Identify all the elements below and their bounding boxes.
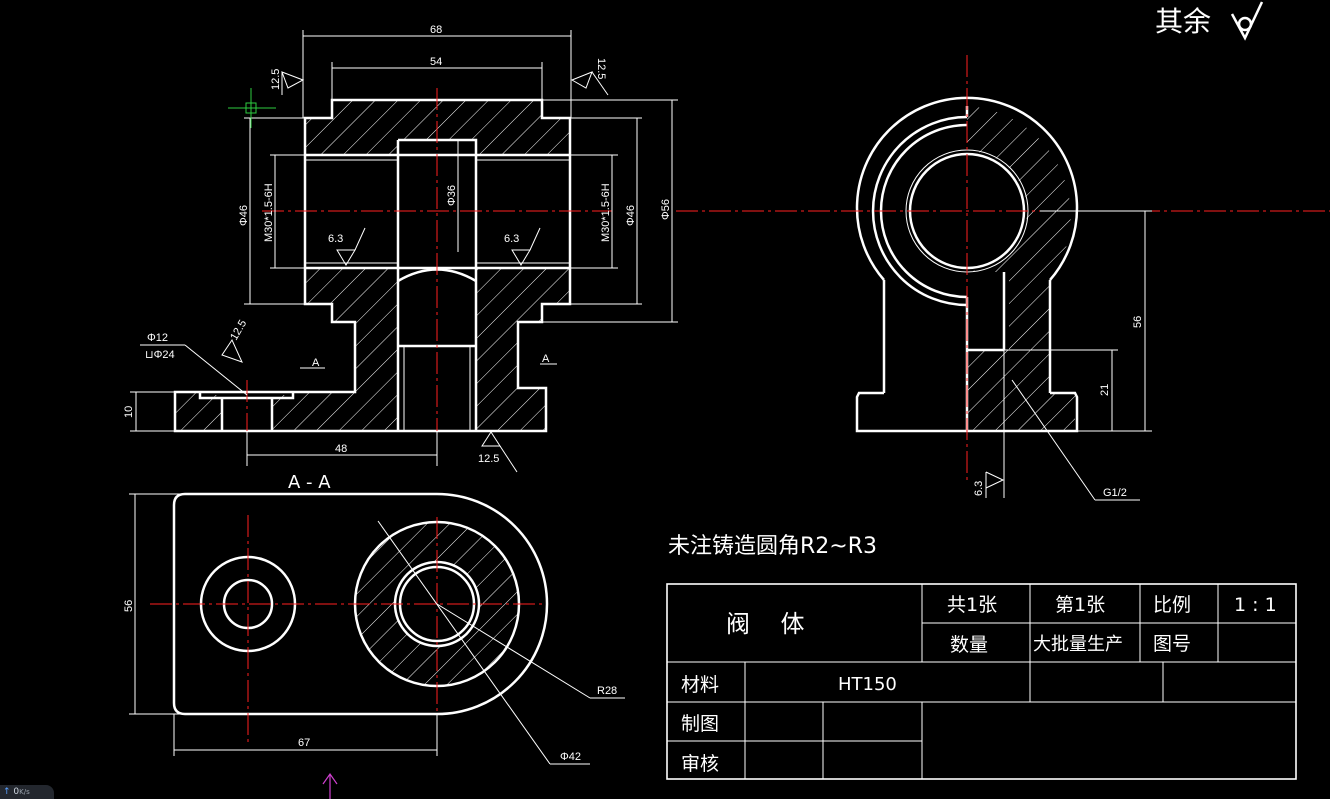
side-dim-56: 56	[1132, 316, 1144, 328]
production-type: 大批量生产	[1033, 634, 1123, 655]
network-speed-indicator: ↑ 0K/s	[0, 785, 54, 799]
section-mark-right: A	[542, 353, 550, 365]
upload-arrow-icon: ↑	[3, 787, 11, 797]
side-center-lines	[676, 55, 1330, 480]
top-dim-dia42: Φ42	[560, 751, 581, 763]
section-mark-left: A	[312, 357, 320, 369]
top-dim-56: 56	[123, 600, 135, 612]
material-label: 材料	[681, 674, 719, 696]
side-dimension-lines	[985, 210, 1152, 501]
annulus-hatch	[355, 522, 519, 686]
front-center-lines	[246, 88, 612, 450]
dim-10: 10	[123, 406, 135, 418]
drawn-by-label: 制图	[681, 713, 719, 735]
dim-dia46-right: Φ46	[625, 205, 637, 226]
quantity-label: 数量	[950, 634, 988, 656]
dim-48: 48	[335, 443, 347, 455]
rough-12-5-top-right: 12.5	[595, 58, 607, 79]
dim-thread-left: M30*1.5-6H	[263, 183, 275, 242]
rough-6-3-right: 6.3	[504, 233, 519, 245]
speed-unit: K/s	[19, 788, 30, 796]
drawing-number-label: 图号	[1153, 633, 1191, 655]
front-dimension-lines	[130, 30, 678, 466]
front-thread-lines	[305, 159, 570, 431]
rough-6-3-left: 6.3	[328, 233, 343, 245]
cad-cursor-crosshair	[228, 88, 276, 128]
front-outline	[173, 98, 572, 433]
top-dim-r28: R28	[597, 685, 617, 697]
front-section-view	[130, 30, 678, 473]
front-roughness-symbols	[221, 71, 609, 473]
sheet-number: 第1张	[1055, 594, 1105, 616]
total-sheets: 共1张	[947, 594, 997, 616]
roughness-check-icon	[1230, 1, 1264, 41]
side-dim-21: 21	[1099, 384, 1111, 396]
scale-value: 1 : 1	[1234, 594, 1277, 616]
rough-12-5-counterbore: 12.5	[228, 318, 249, 343]
dim-54: 54	[430, 56, 442, 68]
rough-12-5-bottom: 12.5	[478, 453, 499, 465]
dim-counterbore-dia24: ⊔Φ24	[145, 349, 175, 361]
material-value: HT150	[838, 674, 897, 695]
part-name: 阀 体	[726, 610, 805, 638]
top-view	[129, 492, 625, 765]
rough-12-5-top-left: 12.5	[270, 69, 282, 90]
dim-hole-dia12: Φ12	[147, 332, 168, 344]
ucs-arrow-icon	[322, 772, 338, 799]
top-dim-67: 67	[298, 737, 310, 749]
side-view	[676, 55, 1330, 501]
casting-fillet-note: 未注铸造圆角R2~R3	[668, 534, 877, 559]
speed-value: 0	[13, 787, 20, 797]
dim-thread-right: M30*1.5-6H	[600, 183, 612, 242]
surface-note: 其余	[1155, 5, 1211, 38]
section-label: A - A	[288, 472, 331, 493]
side-thread-g12: G1/2	[1103, 487, 1127, 499]
dim-dia36: Φ36	[446, 185, 458, 206]
dim-dia46-left: Φ46	[238, 205, 250, 226]
checked-by-label: 审核	[681, 753, 719, 775]
dim-68: 68	[430, 24, 442, 36]
title-block	[666, 583, 1297, 780]
top-center-lines	[150, 515, 545, 745]
scale-label: 比例	[1153, 594, 1191, 616]
top-dimension-lines	[129, 493, 625, 765]
dim-dia56: Φ56	[660, 199, 672, 220]
side-rough-6-3: 6.3	[973, 481, 985, 496]
